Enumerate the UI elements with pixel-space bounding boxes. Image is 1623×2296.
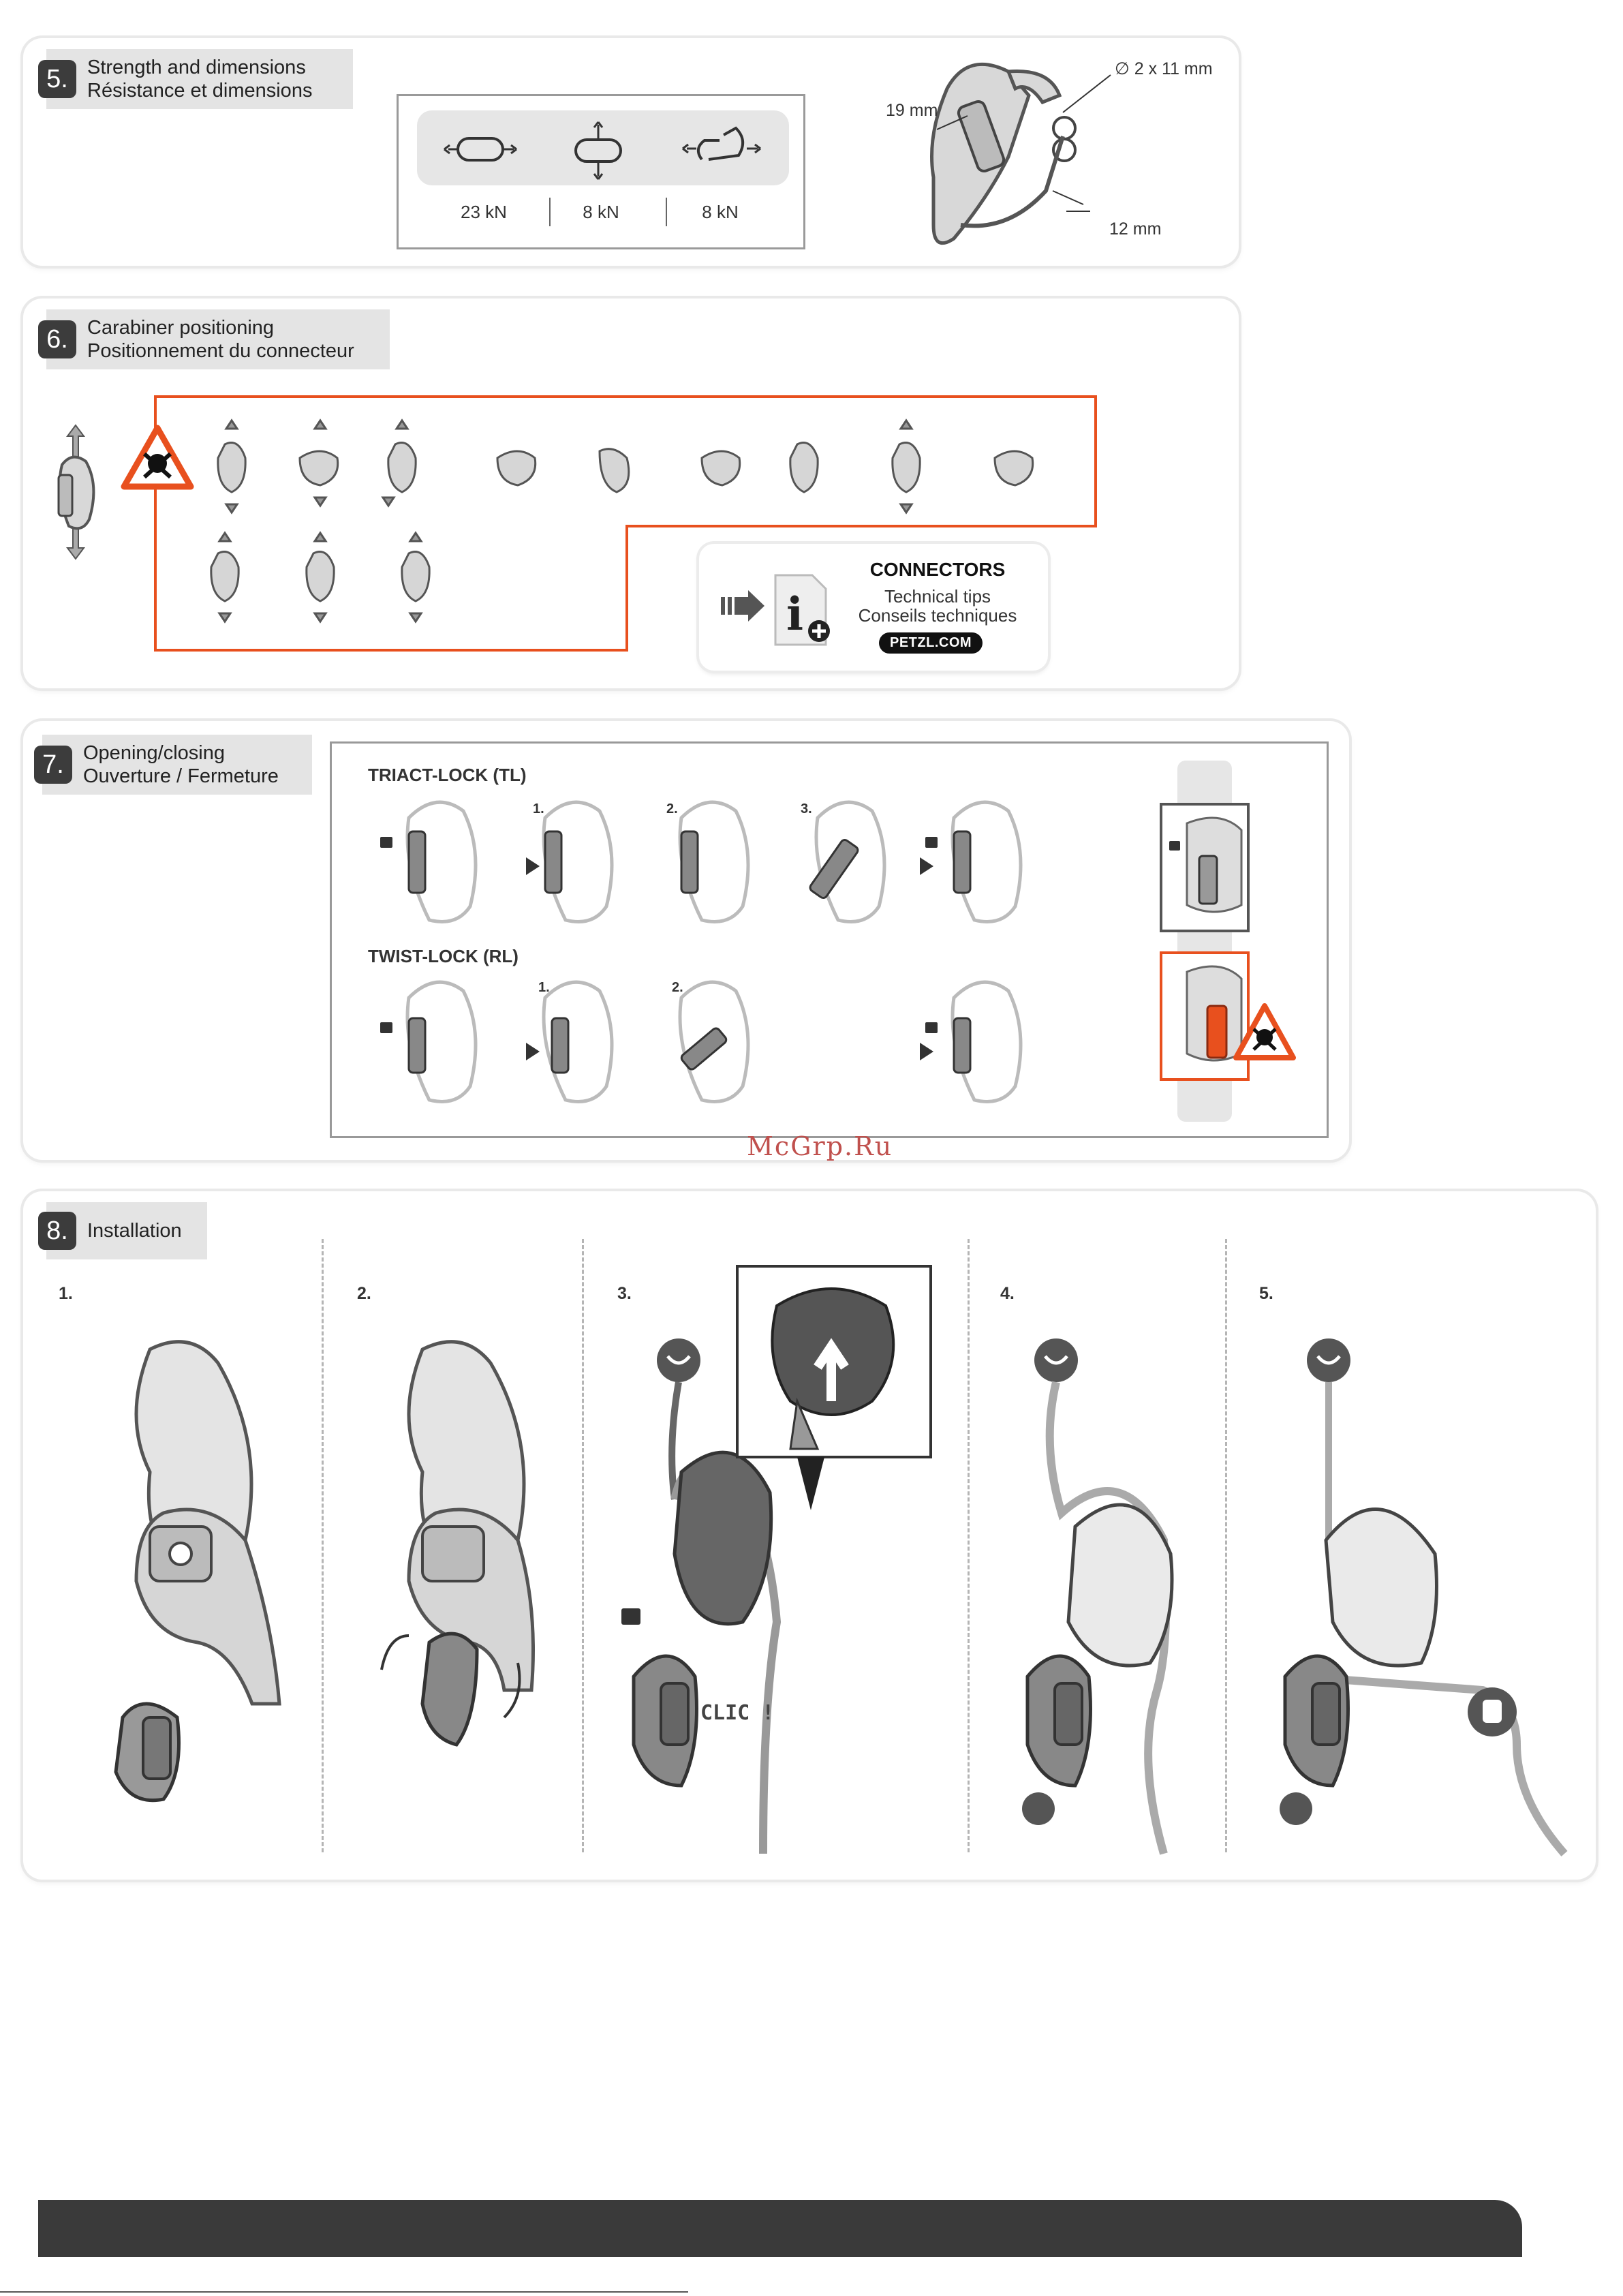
connectors-technical-tips-card[interactable]: i CONNECTORS Technical tips Conseils tec…	[699, 544, 1048, 671]
triact-lock-sequence	[380, 800, 1023, 923]
section-5-title-fr: Résistance et dimensions	[87, 80, 313, 102]
install-step-1-device	[114, 1340, 281, 1803]
section-7-title-en: Opening/closing	[83, 742, 225, 764]
danger-warning-icon	[121, 425, 194, 490]
section-5-number: 5.	[38, 60, 76, 98]
install-step-4-device	[1022, 1338, 1174, 1855]
gate-open-danger-detail	[1160, 951, 1250, 1081]
petzl-link[interactable]: PETZL.COM	[879, 632, 983, 654]
section-5-header: 5. Strength and dimensions Résistance et…	[38, 49, 353, 109]
danger-frame	[154, 395, 1097, 652]
dimension-holes: ∅ 2 x 11 mm	[1115, 59, 1213, 78]
info-document-icon: i	[774, 574, 830, 646]
twist-step-1: 1.	[538, 980, 550, 995]
install-step-2-device	[380, 1340, 535, 1747]
carabiner-dimension-drawing	[930, 62, 1111, 245]
connectors-tips-fr: Conseils techniques	[858, 605, 1017, 626]
clic-label: CLIC !	[700, 1701, 775, 1725]
carabiner-correct-icon	[57, 424, 95, 560]
section-8-title: Installation	[87, 1220, 182, 1242]
connectors-tips-en: Technical tips	[884, 586, 991, 607]
incorrect-position-icons	[210, 418, 1034, 624]
strength-divider-2	[666, 198, 667, 226]
twist-lock-label: TWIST-LOCK (RL)	[368, 946, 519, 966]
install-step-3-detail	[736, 1265, 932, 1510]
section-6-number: 6.	[38, 320, 76, 358]
install-step-3-device	[621, 1338, 782, 1854]
strength-box	[397, 94, 805, 249]
section-6-header: 6. Carabiner positioning Positionnement …	[38, 309, 390, 369]
step-divider-2	[582, 1239, 584, 1852]
dimension-bar: 12 mm	[1109, 219, 1162, 239]
danger-warning-icon-2	[1233, 1003, 1296, 1060]
strength-divider-1	[549, 198, 551, 226]
step-divider-4	[1225, 1239, 1227, 1852]
section-7-number: 7.	[34, 746, 72, 784]
install-step-5-device	[1280, 1338, 1568, 1856]
section-8-header: 8. Installation	[38, 1202, 207, 1259]
triact-lock-label: TRIACT-LOCK (TL)	[368, 765, 527, 785]
svg-text:i: i	[786, 587, 803, 641]
twist-step-2: 2.	[672, 980, 683, 995]
install-step-2: 2.	[357, 1284, 371, 1303]
watermark: McGrp.Ru	[747, 1131, 893, 1161]
section-7-header: 7. Opening/closing Ouverture / Fermeture	[34, 735, 312, 795]
install-step-3: 3.	[617, 1284, 632, 1303]
section-8-number: 8.	[38, 1212, 76, 1250]
strength-gate-open-icon	[682, 126, 761, 161]
strength-minor-axis-icon	[574, 121, 622, 180]
section-5-title-en: Strength and dimensions	[87, 57, 306, 78]
install-step-5: 5.	[1259, 1284, 1273, 1303]
install-step-4: 4.	[1000, 1284, 1015, 1303]
arrow-right-icon	[721, 590, 764, 622]
gate-closed-correct-detail	[1160, 803, 1250, 932]
triact-step-1: 1.	[533, 801, 544, 816]
footer-bar	[38, 2200, 1522, 2257]
step-divider-1	[322, 1239, 324, 1852]
section-6-title-fr: Positionnement du connecteur	[87, 340, 354, 362]
twist-lock-sequence	[380, 980, 1023, 1103]
strength-major-value: 23 kN	[461, 202, 507, 222]
section-6-title-en: Carabiner positioning	[87, 317, 275, 339]
step-divider-3	[968, 1239, 970, 1852]
triact-step-3: 3.	[801, 801, 812, 816]
strength-minor-value: 8 kN	[583, 202, 619, 222]
connectors-title: CONNECTORS	[869, 559, 1006, 580]
triact-step-2: 2.	[666, 801, 678, 816]
dimension-gate-opening: 19 mm	[886, 101, 938, 120]
strength-gate-value: 8 kN	[702, 202, 739, 222]
opening-closing-box	[330, 741, 1329, 1138]
strength-icons-band	[417, 110, 789, 185]
section-7-title-fr: Ouverture / Fermeture	[83, 765, 279, 787]
footer-line	[0, 2291, 688, 2293]
strength-major-axis-icon	[444, 137, 517, 162]
install-step-1: 1.	[59, 1284, 73, 1303]
